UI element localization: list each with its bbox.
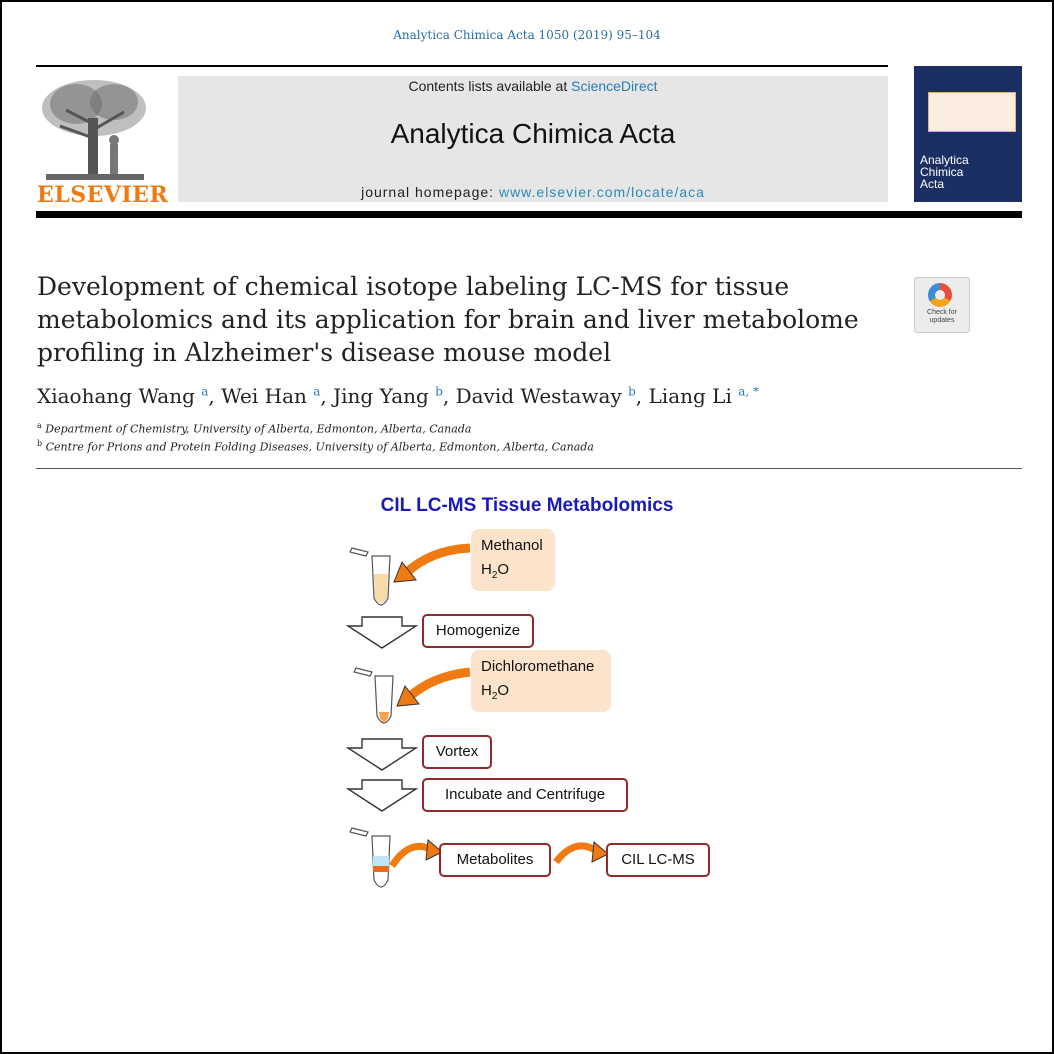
- step-metabolites: Metabolites: [439, 843, 551, 877]
- author-name[interactable]: Xiaohang Wang: [37, 384, 195, 408]
- orange-arrow-icon: [401, 543, 471, 578]
- crossmark-icon-center: [935, 290, 945, 300]
- badge-label: Check for updates: [915, 309, 969, 325]
- header-thick-rule: [36, 211, 1022, 218]
- reagent-box-dichloromethane: Dichloromethane H2O: [471, 650, 611, 712]
- arrowhead-icon: [396, 685, 420, 707]
- elsevier-tree-logo: [36, 74, 154, 206]
- author-affiliation-mark[interactable]: a, *: [738, 384, 759, 399]
- water-subscript: 2: [491, 570, 498, 581]
- contents-available: Contents lists available at ScienceDirec…: [178, 78, 888, 94]
- tube-icon: [349, 547, 391, 606]
- cover-title-line: Acta: [920, 177, 945, 191]
- step-cil-lc-ms: CIL LC-MS: [606, 843, 710, 877]
- homepage-prefix: journal homepage:: [361, 184, 499, 200]
- cover-illustration: [928, 92, 1016, 132]
- reagent-box-methanol: Methanol H2O: [471, 529, 555, 591]
- arrowhead-icon: [425, 838, 443, 861]
- author-name[interactable]: Wei Han: [221, 384, 307, 408]
- reagent-dichloromethane: Dichloromethane: [481, 658, 595, 675]
- journal-cover-image[interactable]: Analytica Chimica Acta: [914, 66, 1022, 202]
- step-homogenize: Homogenize: [422, 614, 534, 648]
- affiliation-mark: a: [37, 421, 42, 430]
- water-subscript: 2: [491, 691, 498, 702]
- author-affiliation-mark[interactable]: a: [201, 384, 209, 399]
- affiliation-b: b Centre for Prions and Protein Folding …: [37, 439, 594, 454]
- graphical-abstract-title: CIL LC-MS Tissue Metabolomics: [380, 495, 674, 516]
- water-h: H: [481, 561, 492, 578]
- badge-label-line: Check for: [927, 309, 957, 316]
- author-affiliation-mark[interactable]: b: [435, 384, 443, 399]
- author-name[interactable]: Jing Yang: [333, 384, 429, 408]
- affiliation-a: a Department of Chemistry, University of…: [37, 421, 471, 436]
- step-vortex: Vortex: [422, 735, 492, 769]
- step-incubate-centrifuge: Incubate and Centrifuge: [422, 778, 628, 812]
- sciencedirect-link[interactable]: ScienceDirect: [571, 78, 658, 94]
- water-o: O: [497, 682, 510, 699]
- tube-icon: [353, 667, 394, 724]
- header-rule: [36, 65, 888, 67]
- tube-icon: [349, 827, 391, 888]
- journal-homepage: journal homepage: www.elsevier.com/locat…: [178, 184, 888, 200]
- affiliation-text: Department of Chemistry, University of A…: [45, 422, 472, 436]
- check-for-updates-badge[interactable]: Check for updates: [914, 277, 970, 333]
- water-o: O: [497, 561, 510, 578]
- author-list: Xiaohang Wang a, Wei Han a, Jing Yang b,…: [37, 384, 759, 408]
- reagent-water: H2O: [481, 676, 601, 712]
- down-arrow-icon: [345, 738, 419, 771]
- homepage-link[interactable]: www.elsevier.com/locate/aca: [498, 184, 705, 200]
- cover-title-line: Chimica: [920, 165, 964, 179]
- journal-banner: Contents lists available at ScienceDirec…: [178, 76, 888, 202]
- water-h: H: [481, 682, 492, 699]
- article-title: Development of chemical isotope labeling…: [37, 272, 859, 367]
- affiliation-text: Centre for Prions and Protein Folding Di…: [45, 440, 594, 454]
- contents-prefix: Contents lists available at: [408, 78, 572, 94]
- cover-title-line: Analytica: [920, 153, 969, 167]
- elsevier-wordmark[interactable]: ELSEVIER: [37, 182, 169, 208]
- journal-citation[interactable]: Analytica Chimica Acta 1050 (2019) 95–10…: [393, 28, 661, 42]
- cover-title: Analytica Chimica Acta: [920, 154, 969, 190]
- reagent-methanol: Methanol: [481, 537, 543, 554]
- arrowhead-icon: [393, 561, 417, 583]
- journal-title: Analytica Chimica Acta: [390, 118, 676, 149]
- section-rule: [36, 468, 1022, 469]
- orange-arrow-icon: [553, 842, 601, 865]
- author-name[interactable]: David Westaway: [455, 384, 622, 408]
- author-name[interactable]: Liang Li: [648, 384, 732, 408]
- author-affiliation-mark[interactable]: a: [313, 384, 321, 399]
- author-affiliation-mark[interactable]: b: [628, 384, 636, 399]
- down-arrow-icon: [345, 616, 419, 649]
- arrowhead-icon: [591, 840, 609, 863]
- orange-arrow-icon: [404, 667, 471, 702]
- down-arrow-icon: [345, 779, 419, 812]
- badge-label-line: updates: [929, 317, 955, 324]
- affiliation-mark: b: [37, 439, 43, 448]
- reagent-water: H2O: [481, 555, 545, 591]
